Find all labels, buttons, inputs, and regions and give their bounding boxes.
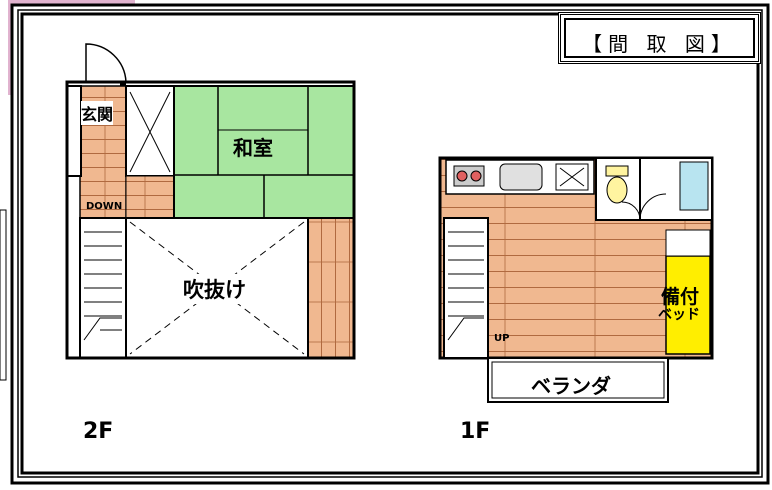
bed-label-1: 備付 — [661, 286, 700, 308]
veranda-label: ベランダ — [531, 374, 611, 398]
floor-2f — [65, 43, 356, 360]
side-fragment — [0, 209, 7, 381]
bed-label-2: ベッド — [658, 307, 700, 323]
void-label: 吹抜け — [183, 274, 246, 304]
veranda — [487, 357, 669, 403]
void-area — [125, 217, 309, 359]
title-box: 【間 取 図】 — [558, 12, 761, 64]
floor-2f-label: 2F — [83, 419, 114, 444]
page-title: 【間 取 図】 — [582, 32, 737, 56]
floor-1f-label: 1F — [460, 419, 491, 444]
up-label: UP — [494, 333, 510, 344]
entry-door-swing — [85, 43, 127, 83]
floor-1f — [438, 156, 714, 403]
washitsu-label: 和室 — [233, 136, 273, 160]
bed — [665, 255, 711, 355]
entrance-label: 玄関 — [81, 101, 114, 125]
corridor-2f — [307, 217, 355, 359]
down-label: DOWN — [86, 201, 123, 212]
